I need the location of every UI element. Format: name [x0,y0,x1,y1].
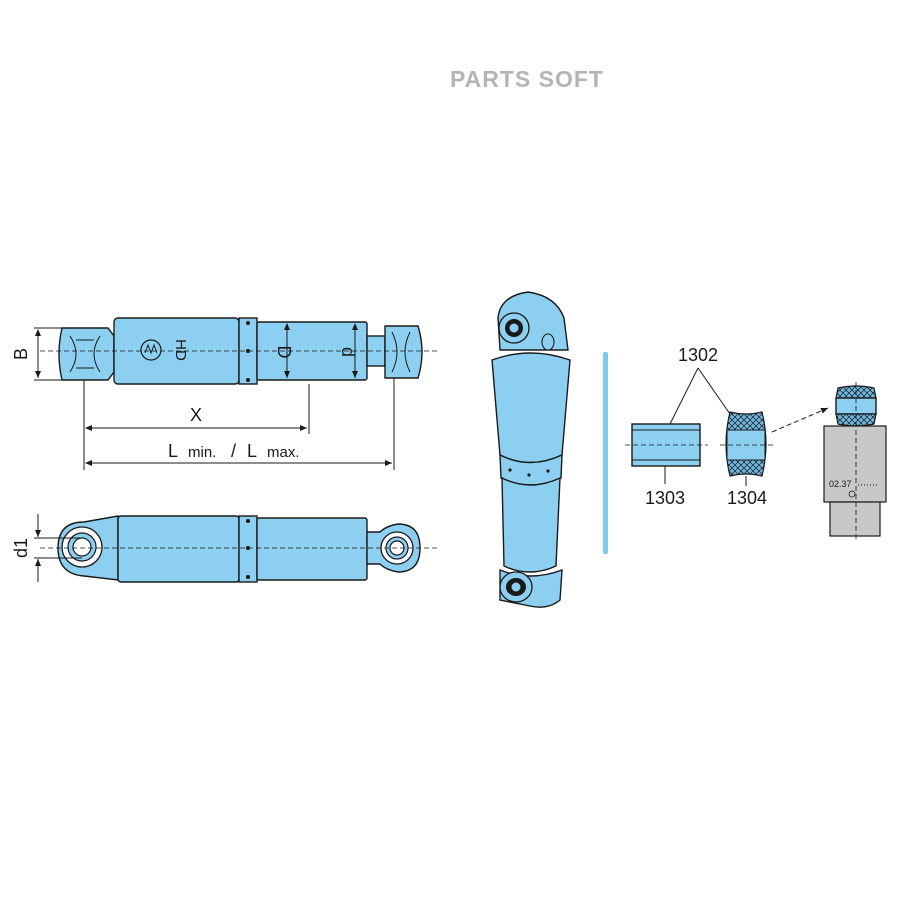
hd-mark: HD [172,339,189,361]
shock-absorber-side-view: HD B D d X L min. / L max. [11,317,440,470]
shock-absorber-3d-view [491,291,571,608]
logo-icon [140,339,162,361]
part-number-1304: 1304 [727,488,767,508]
right-mount [384,325,423,379]
part-number-1303: 1303 [645,488,685,508]
detail-logo-icon [848,490,856,498]
dim-label-b: B [11,348,31,360]
dim-label-d1: d1 [11,538,31,558]
dim-label-d-outer: D [274,346,294,359]
upper-cover [491,352,571,464]
svg-text:max.: max. [267,444,300,461]
svg-text:/: / [231,441,236,461]
mount-detail-view: 02.37 [823,382,887,540]
dim-label-x: X [190,405,202,425]
shock-absorber-top-view: d1 [11,514,440,583]
section-divider [603,352,608,554]
bushing-parts: 1302 1303 1304 [625,345,829,508]
dim-label-length: L min. / L max. [168,441,300,461]
lower-tube [501,476,561,573]
svg-text:L: L [247,441,257,461]
detail-housing [823,425,887,503]
watermark-text: PARTS SOFT [450,66,604,92]
part-number-1302: 1302 [678,345,718,365]
svg-text:min.: min. [188,444,216,461]
detail-label: 02.37 [829,479,852,489]
dim-label-d-inner: d [338,347,358,357]
svg-text:L: L [168,441,178,461]
detail-rod [829,501,881,537]
